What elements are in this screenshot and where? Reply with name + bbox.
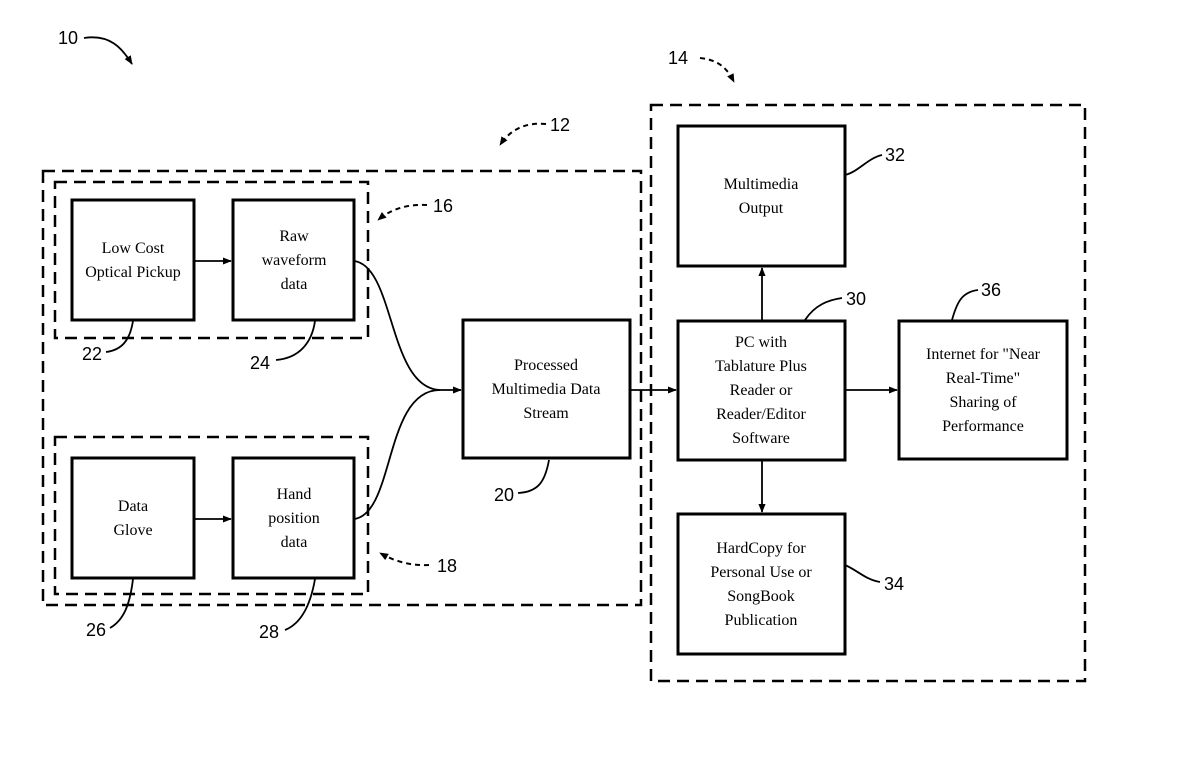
ref-14-label: 14 bbox=[668, 48, 688, 68]
pc-line-5: Software bbox=[732, 430, 790, 447]
multimedia-output-box bbox=[676, 124, 847, 268]
pc-box bbox=[676, 319, 847, 462]
internet-line-4: Performance bbox=[942, 418, 1024, 435]
ref-36-leader bbox=[951, 289, 979, 321]
optical-pickup-line-2: Optical Pickup bbox=[85, 264, 181, 281]
hardcopy-line-3: SongBook bbox=[727, 588, 795, 605]
internet-line-1: Internet for "Near bbox=[926, 346, 1041, 363]
processed-stream-line-2: Multimedia Data bbox=[492, 381, 601, 398]
ref-22-leader bbox=[105, 320, 134, 353]
multimedia-output-line-2: Output bbox=[739, 200, 784, 217]
ref-10-leader bbox=[83, 36, 133, 65]
raw-waveform-line-2: waveform bbox=[262, 252, 327, 269]
hand-position-line-3: data bbox=[281, 534, 308, 551]
ref-18-label: 18 bbox=[437, 556, 457, 576]
ref-26-label: 26 bbox=[86, 620, 106, 640]
raw-waveform-text: Raw waveform data bbox=[262, 228, 327, 293]
ref-20-leader bbox=[517, 459, 550, 494]
optical-subgroup-outline bbox=[53, 180, 370, 340]
ref-16-label: 16 bbox=[433, 196, 453, 216]
pc-line-2: Tablature Plus bbox=[715, 358, 807, 375]
processed-stream-line-3: Stream bbox=[523, 405, 569, 422]
ref-14-leader bbox=[699, 57, 735, 83]
raw-waveform-box bbox=[231, 198, 356, 322]
ref-24-leader bbox=[275, 320, 316, 361]
hand-position-text: Hand position data bbox=[268, 486, 320, 551]
ref-22-label: 22 bbox=[82, 344, 102, 364]
internet-box bbox=[897, 319, 1069, 461]
pc-line-3: Reader or bbox=[730, 382, 793, 399]
ref-16-leader bbox=[377, 203, 428, 221]
internet-line-3: Sharing of bbox=[949, 394, 1017, 411]
processed-stream-line-1: Processed bbox=[514, 357, 578, 374]
hardcopy-line-4: Publication bbox=[725, 612, 798, 629]
ref-20-label: 20 bbox=[494, 485, 514, 505]
hardcopy-line-1: HardCopy for bbox=[716, 540, 806, 557]
output-group-outline bbox=[649, 103, 1087, 683]
waveform-to-stream-curve bbox=[353, 260, 441, 391]
ref-32-label: 32 bbox=[885, 145, 905, 165]
hand-to-stream-curve bbox=[353, 389, 441, 520]
processed-stream-box bbox=[461, 318, 632, 460]
raw-waveform-line-1: Raw bbox=[279, 228, 309, 245]
pc-line-1: PC with bbox=[735, 334, 787, 351]
ref-36-label: 36 bbox=[981, 280, 1001, 300]
hand-position-line-1: Hand bbox=[277, 486, 312, 503]
hardcopy-box bbox=[676, 512, 847, 656]
raw-waveform-line-3: data bbox=[281, 276, 308, 293]
ref-24-label: 24 bbox=[250, 353, 270, 373]
data-glove-box bbox=[70, 456, 196, 580]
optical-pickup-box bbox=[70, 198, 196, 322]
ref-34-label: 34 bbox=[884, 574, 904, 594]
data-glove-line-1: Data bbox=[118, 498, 148, 515]
ref-34-leader bbox=[844, 564, 881, 583]
optical-pickup-line-1: Low Cost bbox=[102, 240, 165, 257]
hardcopy-line-2: Personal Use or bbox=[710, 564, 812, 581]
multimedia-output-line-1: Multimedia bbox=[724, 176, 799, 193]
ref-10-label: 10 bbox=[58, 28, 78, 48]
capture-group-outline bbox=[41, 169, 643, 607]
ref-28-label: 28 bbox=[259, 622, 279, 642]
ref-12-label: 12 bbox=[550, 115, 570, 135]
data-glove-line-2: Glove bbox=[113, 522, 152, 539]
ref-30-label: 30 bbox=[846, 289, 866, 309]
internet-line-2: Real-Time" bbox=[946, 370, 1020, 387]
ref-28-leader bbox=[284, 578, 316, 631]
hand-position-box bbox=[231, 456, 356, 580]
ref-26-leader bbox=[109, 578, 134, 629]
ref-12-leader bbox=[499, 122, 547, 146]
ref-30-leader bbox=[804, 297, 843, 321]
pc-line-4: Reader/Editor bbox=[716, 406, 806, 423]
ref-18-leader bbox=[379, 552, 430, 567]
glove-subgroup-outline bbox=[53, 435, 370, 596]
hand-position-line-2: position bbox=[268, 510, 320, 527]
ref-32-leader bbox=[844, 154, 883, 176]
